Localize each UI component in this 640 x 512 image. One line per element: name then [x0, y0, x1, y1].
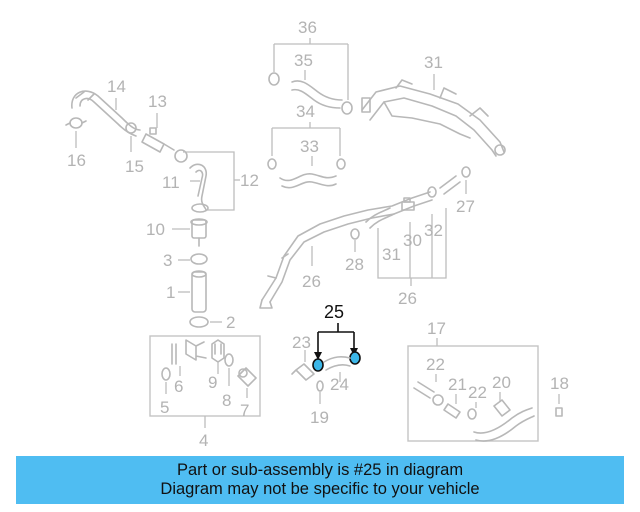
- info-banner: Part or sub-assembly is #25 in diagram D…: [16, 456, 624, 504]
- connector-13: [141, 127, 188, 163]
- callout-3: 3: [163, 251, 172, 270]
- ring-5: [161, 367, 171, 381]
- callout-14: 14: [107, 77, 126, 96]
- fitting-6: [171, 339, 207, 365]
- callout-6: 6: [174, 377, 183, 396]
- hose-11: [189, 163, 209, 213]
- hose-28: [439, 166, 471, 195]
- clamp-36b: [341, 101, 353, 115]
- callout-12: 12: [240, 171, 259, 190]
- hose-20: [473, 399, 535, 442]
- clamp-36a: [268, 72, 280, 86]
- callout-11: 11: [162, 173, 180, 192]
- ring-3: [190, 253, 208, 265]
- callout-26: 26: [302, 272, 321, 291]
- bolt-18: [555, 407, 563, 417]
- callout-24: 24: [330, 375, 349, 394]
- pipe-1: [191, 270, 207, 313]
- callout-21: 21: [448, 375, 467, 394]
- fitting-23: [291, 363, 315, 381]
- clamp-29: [350, 228, 360, 240]
- callout-9: 9: [208, 373, 217, 392]
- callout-5: 5: [160, 398, 169, 417]
- callout-23: 23: [292, 333, 311, 352]
- fitting-9: [211, 339, 225, 363]
- clamp-34b: [336, 158, 346, 170]
- callout-34: 34: [296, 102, 315, 121]
- callout-16: 16: [67, 151, 86, 170]
- hose-14: [71, 90, 141, 137]
- group-box-17: [407, 345, 539, 442]
- arrow-25a: [314, 352, 322, 360]
- callout-27: 26: [398, 289, 417, 308]
- callout-10: 10: [146, 220, 165, 239]
- clamp-15: [125, 122, 137, 134]
- callout-2: 2: [226, 313, 235, 332]
- hose-24: [323, 356, 351, 371]
- valve-30: [401, 197, 415, 211]
- hose-31a: [365, 207, 395, 229]
- callout-1: 1: [166, 283, 175, 302]
- callout-31b: 32: [424, 221, 443, 240]
- callout-30: 30: [403, 231, 422, 250]
- callout-19: 19: [310, 408, 329, 427]
- hose-33: [279, 173, 337, 189]
- clamp-25b[interactable]: [349, 351, 361, 365]
- callout-18: 18: [550, 374, 569, 393]
- clamp-16: [65, 117, 87, 129]
- fitting-7: [237, 367, 257, 387]
- clamp-34a: [267, 158, 277, 170]
- hose-22a: [413, 381, 444, 406]
- clamp-22b: [467, 408, 477, 420]
- callout-25: 25: [324, 302, 344, 322]
- callout-29: 28: [345, 255, 364, 274]
- callout-15: 15: [125, 157, 144, 176]
- clamp-31b: [427, 186, 437, 198]
- clip-19: [316, 380, 324, 392]
- fitting-10: [190, 218, 208, 247]
- ring-8: [224, 353, 234, 367]
- banner-line-1: Part or sub-assembly is #25 in diagram: [176, 461, 464, 479]
- callout-31a: 31: [382, 245, 401, 264]
- callout-36: 36: [298, 18, 317, 37]
- valve-21: [443, 403, 461, 419]
- pipe-assembly-32: [361, 79, 506, 157]
- callout-20: 20: [492, 373, 511, 392]
- callout-33: 33: [300, 137, 319, 156]
- callout-17: 17: [427, 319, 446, 338]
- callout-32: 31: [424, 53, 443, 72]
- callout-22a: 22: [426, 355, 445, 374]
- hose-35: [291, 80, 343, 109]
- clamp-25a[interactable]: [312, 358, 324, 372]
- callout-4: 4: [199, 431, 208, 450]
- callout-13: 13: [148, 92, 167, 111]
- callout-28: 27: [456, 197, 475, 216]
- parts-diagram: 14 16 15 13 11 12 10 3 1: [65, 18, 569, 450]
- banner-line-2: Diagram may not be specific to your vehi…: [160, 480, 480, 498]
- clamp-2: [189, 316, 209, 328]
- callout-7: 7: [240, 401, 249, 420]
- callout-8: 8: [222, 391, 231, 410]
- callout-35: 35: [294, 51, 313, 70]
- callout-22b: 22: [468, 383, 487, 402]
